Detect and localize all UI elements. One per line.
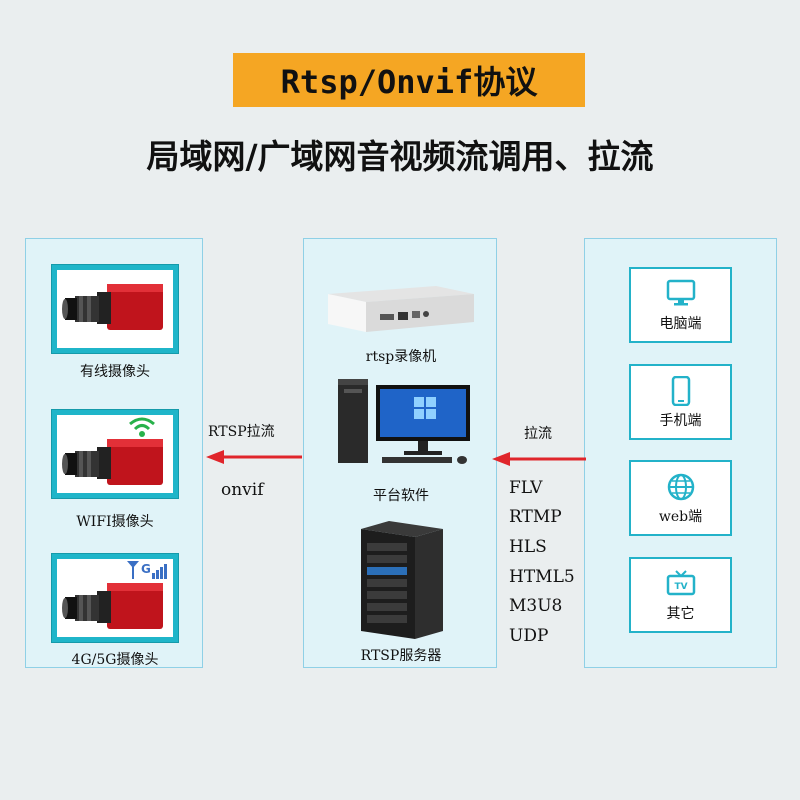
rtsp-server-label: RTSP服务器	[304, 645, 498, 665]
protocol-m3u8: M3U8	[509, 596, 562, 616]
globe-icon	[666, 472, 696, 502]
camera-icon	[57, 270, 175, 350]
wired-camera-card	[51, 264, 179, 354]
protocol-html5: HTML5	[509, 567, 575, 587]
svg-text:TV: TV	[674, 582, 687, 592]
protocol-hls: HLS	[509, 537, 547, 557]
desktop-pc-icon	[334, 379, 474, 467]
client-web-label: web端	[631, 506, 730, 526]
onvif-label: onvif	[221, 480, 264, 500]
client-web: web端	[629, 460, 732, 536]
4g-camera-label: 4G/5G摄像头	[26, 649, 204, 669]
camera-panel: 有线摄像头 WIFI摄像头	[25, 238, 203, 668]
wifi-camera-label: WIFI摄像头	[26, 511, 204, 531]
page-subtitle: 局域网/广域网音视频流调用、拉流	[0, 130, 800, 178]
wifi-icon	[127, 415, 157, 439]
client-other: TV 其它	[629, 557, 732, 633]
title-banner: Rtsp/Onvif协议	[233, 53, 585, 107]
platform-software-label: 平台软件	[304, 485, 498, 505]
phone-icon	[670, 376, 692, 406]
rtsp-pull-label: RTSP拉流	[208, 421, 275, 441]
wifi-camera-card	[51, 409, 179, 499]
right-arrow-icon	[488, 449, 588, 469]
pull-stream-label: 拉流	[524, 423, 552, 443]
protocol-udp: UDP	[509, 626, 548, 646]
client-other-label: 其它	[631, 603, 730, 623]
client-pc-label: 电脑端	[631, 313, 730, 333]
page-title: Rtsp/Onvif协议	[281, 57, 538, 103]
server-tower-icon	[359, 521, 445, 639]
nvr-label: rtsp录像机	[304, 346, 498, 366]
client-panel: 电脑端 手机端 web端 TV	[584, 238, 777, 668]
svg-text:G: G	[141, 562, 151, 576]
4g-camera-card: G	[51, 553, 179, 643]
left-arrow-icon	[200, 447, 304, 467]
protocol-rtmp: RTMP	[509, 507, 562, 527]
client-phone: 手机端	[629, 364, 732, 440]
tv-icon: TV	[666, 569, 696, 597]
camera-icon	[57, 415, 175, 495]
nvr-icon	[326, 284, 476, 336]
signal-4g-icon: G	[125, 559, 169, 581]
client-phone-label: 手机端	[631, 410, 730, 430]
client-pc: 电脑端	[629, 267, 732, 343]
wired-camera-label: 有线摄像头	[26, 361, 204, 381]
server-panel: rtsp录像机 平台软件 RTSP服务器	[303, 238, 497, 668]
protocol-flv: FLV	[509, 478, 542, 498]
monitor-icon	[666, 279, 696, 307]
